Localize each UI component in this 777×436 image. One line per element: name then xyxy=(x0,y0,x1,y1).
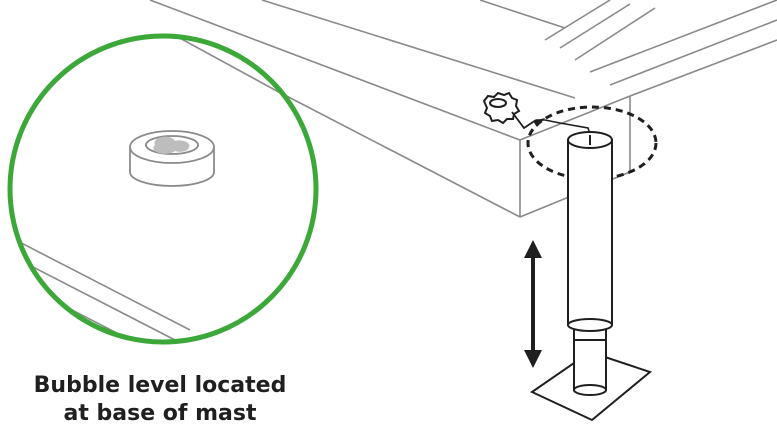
height-adjust-arrow-icon xyxy=(524,240,542,368)
platform-slab xyxy=(149,0,777,218)
bubble-level-icon xyxy=(129,130,215,187)
caption-line-1: Bubble level located xyxy=(33,373,287,398)
mast-foot xyxy=(573,339,607,396)
zoom-detail xyxy=(7,33,319,345)
highlight-dashed-ring xyxy=(526,105,658,181)
caption: Bubble level located at base of mast xyxy=(10,372,310,428)
adjustment-knob-icon xyxy=(482,91,521,125)
zoom-circle-outline xyxy=(7,33,319,345)
caption-line-2: at base of mast xyxy=(63,401,257,426)
